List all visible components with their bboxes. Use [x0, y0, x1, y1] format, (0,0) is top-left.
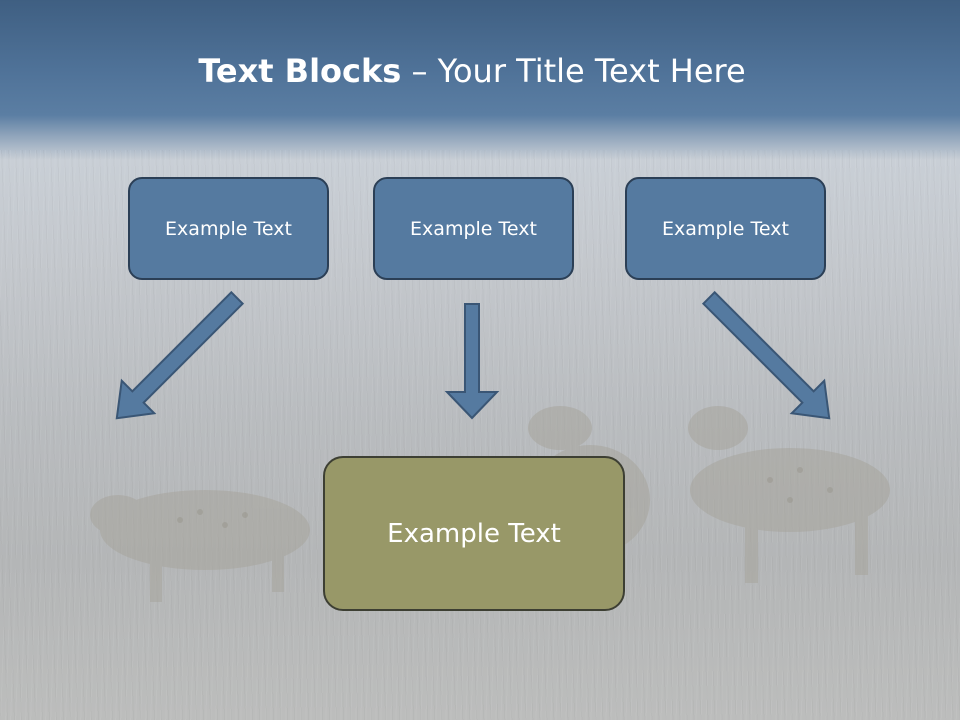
center-text-block: Example Text [323, 456, 625, 611]
text-block-1-label: Example Text [165, 217, 292, 240]
text-block-3: Example Text [625, 177, 826, 280]
arrow-center-down [444, 303, 500, 420]
center-text-block-label: Example Text [387, 518, 561, 549]
arrow-left-diagonal [115, 290, 245, 420]
slide-title: Text Blocks – Your Title Text Here [0, 52, 944, 90]
arrow-right-diagonal [701, 290, 831, 420]
text-block-2: Example Text [373, 177, 574, 280]
title-bold: Text Blocks [198, 52, 402, 90]
text-block-1: Example Text [128, 177, 329, 280]
text-block-3-label: Example Text [662, 217, 789, 240]
title-rest: – Your Title Text Here [411, 52, 746, 90]
text-block-2-label: Example Text [410, 217, 537, 240]
